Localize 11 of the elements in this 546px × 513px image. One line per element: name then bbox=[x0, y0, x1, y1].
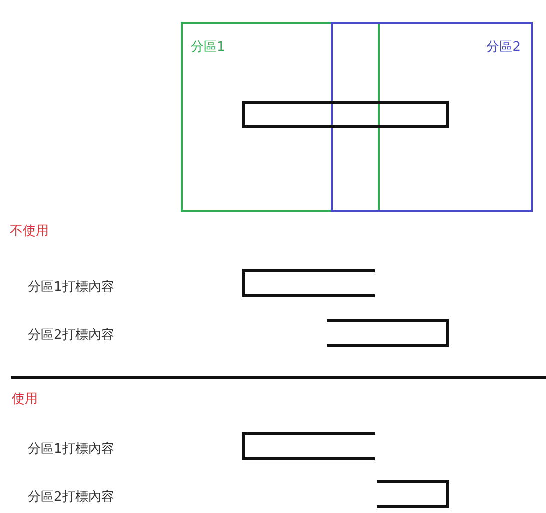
region-label: 分區1 bbox=[191, 40, 226, 56]
row-label: 分區2打標內容 bbox=[28, 490, 114, 506]
section-heading: 使用 bbox=[12, 392, 38, 408]
row-label: 分區1打標內容 bbox=[28, 442, 114, 458]
content-bar bbox=[242, 101, 449, 128]
row-label: 分區1打標內容 bbox=[28, 280, 114, 296]
section-heading: 不使用 bbox=[10, 224, 49, 240]
region-frame bbox=[181, 22, 380, 212]
region-frame bbox=[331, 22, 533, 212]
row-label: 分區2打標內容 bbox=[28, 328, 114, 344]
region-label: 分區2 bbox=[486, 40, 521, 56]
